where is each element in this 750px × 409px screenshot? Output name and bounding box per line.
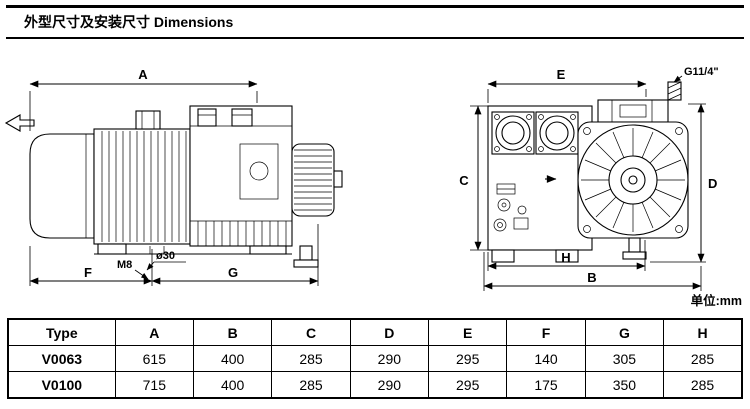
column-header: G [584,318,665,346]
table-cell: 350 [584,371,665,399]
dim-label-g: G [228,265,238,280]
dim-label-a: A [138,67,148,82]
dim-label-thread: G11/4" [684,66,719,78]
table-cell: 295 [428,371,508,399]
flow-direction-arrow [4,114,35,132]
table-cell: 285 [663,345,743,372]
table-cell: 290 [349,371,430,399]
dim-label-c: C [459,173,469,188]
table-cell: 140 [506,345,586,372]
dimensions-table: Type A B C D E F G H V0063 615 400 285 2… [7,318,743,399]
column-header: H [663,318,743,346]
column-header: E [428,318,508,346]
dim-label-m8: M8 [117,259,132,271]
cell-model: V0063 [7,345,116,372]
table-cell: 400 [192,345,273,372]
dim-label-e: E [557,67,566,82]
table-cell: 295 [428,345,508,372]
column-header: F [506,318,586,346]
page-title: 外型尺寸及安装尺寸 Dimensions [24,14,234,30]
dim-label-h: H [561,250,570,265]
table-cell: 285 [271,345,351,372]
pump-side-view [4,105,343,268]
dim-label-f: F [84,265,92,280]
dim-label-d: D [708,176,717,191]
side-view-dimensions: A F G M8 ø30 [29,67,319,286]
column-header: D [349,318,430,346]
column-header: C [271,318,351,346]
column-header: B [192,318,273,346]
cell-model: V0100 [7,371,116,399]
table-cell: 400 [192,371,273,399]
table-header-row: Type A B C D E F G H [7,318,743,346]
table-cell: 290 [349,345,430,372]
technical-drawings: A F G M8 ø30 [4,66,742,308]
table-cell: 715 [114,371,195,399]
end-view-dimensions: E G11/4" C D H B 单位:mm [459,66,742,308]
spec-sheet-page: 外型尺寸及安装尺寸 Dimensions [4,5,744,399]
table-cell: 615 [114,345,195,372]
column-header-type: Type [7,318,116,346]
table-cell: 305 [584,345,665,372]
dim-label-dia30: ø30 [156,250,175,262]
pump-end-view [487,81,689,263]
table-row: V0100 715 400 285 290 295 175 350 285 [7,371,743,399]
table-row: V0063 615 400 285 290 295 140 305 285 [7,345,743,372]
unit-label: 单位:mm [691,293,742,308]
column-header: A [114,318,195,346]
dim-label-b: B [587,270,596,285]
table-cell: 285 [663,371,743,399]
page-header: 外型尺寸及安装尺寸 Dimensions [6,5,744,39]
table-cell: 285 [271,371,351,399]
table-cell: 175 [506,371,586,399]
